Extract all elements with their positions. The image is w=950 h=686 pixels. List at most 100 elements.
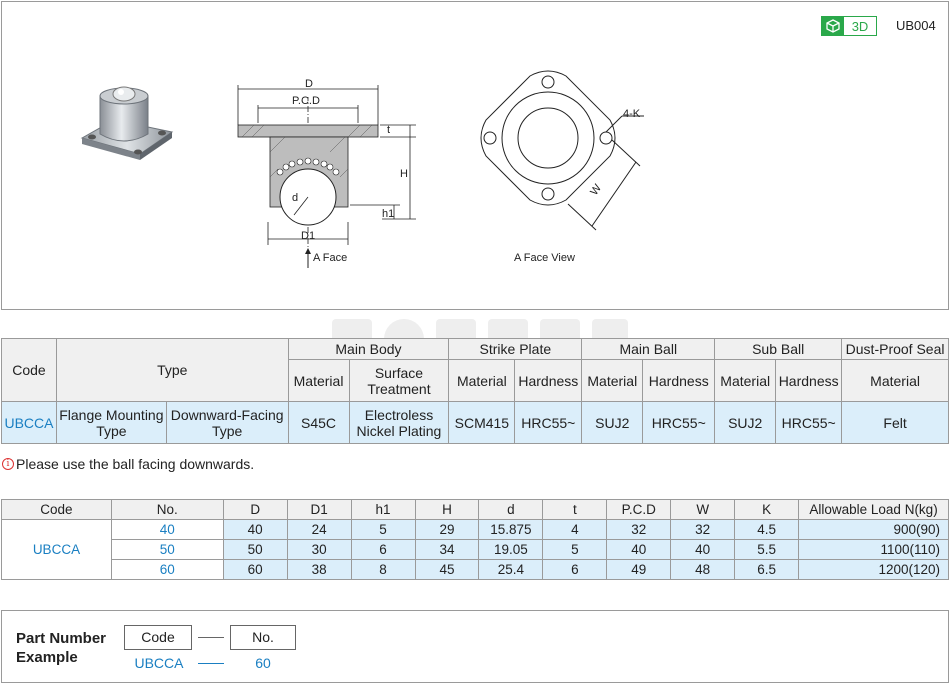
dim-cell: 29 [414, 519, 480, 540]
dim-cell: 45 [414, 559, 480, 580]
dim-cell: 60 [222, 559, 288, 580]
pn-no-label: No. [230, 625, 296, 650]
spec-body-surface: Electroless Nickel Plating [348, 401, 450, 444]
dim-cell: 30 [286, 539, 352, 560]
spec-ball-hardness: HRC55~ [642, 401, 716, 444]
dim-col-d1: D1 [286, 499, 352, 520]
a-face-view-label: A Face View [514, 252, 575, 264]
dim-col-load: Allowable Load N(kg) [798, 499, 949, 520]
dim-cell: 40 [670, 539, 736, 560]
col-seal: Dust-Proof Seal [841, 338, 949, 360]
dim-cell: 24 [286, 519, 352, 540]
dim-cell: 25.4 [478, 559, 544, 580]
dim-cell: 40 [606, 539, 672, 560]
col-sub-ball: Sub Ball [714, 338, 843, 360]
spec-seal-material: Felt [841, 401, 949, 444]
col-plate-material: Material [448, 359, 516, 402]
table-row: 60 60 38 8 45 25.4 6 49 48 6.5 1200(120) [2, 559, 949, 580]
cube-icon [822, 17, 844, 35]
drawing-panel: 3D UB004 [1, 1, 949, 310]
pn-code-value: UBCCA [134, 655, 184, 671]
dim-cell: 6 [542, 559, 608, 580]
spec-row: UBCCA Flange Mounting Type Downward-Faci… [1, 401, 949, 444]
spec-code[interactable]: UBCCA [1, 401, 57, 444]
spec-type-1: Flange Mounting Type [55, 401, 167, 444]
dim-cell: 40 [222, 519, 288, 540]
spec-plate-hardness: HRC55~ [514, 401, 583, 444]
dim-col-code: Code [1, 499, 112, 520]
col-ball-hardness: Hardness [642, 359, 716, 402]
col-type: Type [55, 338, 289, 402]
dim-load-cell: 1200(120) [798, 559, 949, 580]
col-main-ball: Main Ball [581, 338, 716, 360]
spec-type-2: Downward-Facing Type [165, 401, 289, 444]
col-plate-hardness: Hardness [514, 359, 583, 402]
dim-code-cell[interactable]: UBCCA [1, 519, 112, 580]
dim-cell: 6.5 [734, 559, 800, 580]
model-code: UB004 [896, 18, 936, 33]
col-code: Code [1, 338, 57, 402]
dim-col-d: D [222, 499, 288, 520]
col-strike-plate: Strike Plate [448, 338, 583, 360]
dim-no-cell[interactable]: 40 [110, 519, 224, 540]
spec-header-row-1: Code Type Main Body Strike Plate Main Ba… [1, 338, 949, 402]
dimension-table: Code No. D D1 h1 H d t P.C.D W K Allowab… [1, 499, 949, 580]
spec-sub-material: SUJ2 [714, 401, 777, 444]
dim-cell: 38 [286, 559, 352, 580]
dim-cell: 6 [350, 539, 416, 560]
dim-cell: 50 [222, 539, 288, 560]
dim-t-label: t [387, 124, 391, 136]
dim-no-cell[interactable]: 50 [110, 539, 224, 560]
dim-col-h: H [414, 499, 480, 520]
dim-pcd-label: P.C.D [292, 95, 320, 107]
spec-ball-material: SUJ2 [581, 401, 644, 444]
dim-cell: 32 [670, 519, 736, 540]
col-seal-material: Material [841, 359, 949, 402]
col-sub-hardness: Hardness [775, 359, 843, 402]
dim-load-cell: 1100(110) [798, 539, 949, 560]
info-icon: i [2, 458, 14, 470]
col-body-surface: Surface Treatment [348, 359, 450, 402]
dim-d-label: D [305, 78, 313, 90]
pn-no-value: 60 [255, 655, 271, 671]
dim-col-t: t [542, 499, 608, 520]
dim-cell: 8 [350, 559, 416, 580]
dim-col-no: No. [110, 499, 224, 520]
dim-cell: 48 [670, 559, 736, 580]
dim-cell: 15.875 [478, 519, 544, 540]
dim-cell: 4 [542, 519, 608, 540]
3d-model-button[interactable]: 3D [821, 16, 877, 36]
dim-no-cell[interactable]: 60 [110, 559, 224, 580]
dim-h-label: H [400, 168, 408, 180]
part-number-example: Part Number Example Code No. UBCCA 60 [1, 610, 949, 683]
usage-note-text: Please use the ball facing downwards. [16, 456, 255, 472]
col-main-body: Main Body [287, 338, 450, 360]
dim-d1-label: D1 [301, 230, 316, 242]
section-drawing [237, 85, 416, 247]
table-row: UBCCA 40 40 24 5 29 15.875 4 32 32 4.5 9… [1, 519, 949, 580]
dim-col-k: K [734, 499, 800, 520]
pn-separator [198, 637, 224, 638]
arrow-up-icon [305, 248, 311, 268]
pn-code-label: Code [124, 625, 192, 650]
product-photo [80, 86, 174, 160]
spec-plate-material: SCM415 [448, 401, 516, 444]
spec-body-material: S45C [287, 401, 350, 444]
dim-col-pcd: P.C.D [606, 499, 672, 520]
col-body-material: Material [287, 359, 350, 402]
part-number-title: Part Number Example [16, 630, 107, 666]
dim-cell: 4.5 [734, 519, 800, 540]
dim-cell: 5 [350, 519, 416, 540]
pn-value-separator [198, 663, 224, 664]
dim-load-cell: 900(90) [798, 519, 949, 540]
face-view-drawing [480, 70, 644, 231]
dim-k-label: 4-K [623, 108, 641, 120]
dim-h1-label: h1 [382, 208, 395, 220]
dim-cell: 32 [606, 519, 672, 540]
dim-cell: 49 [606, 559, 672, 580]
usage-note: i Please use the ball facing downwards. [2, 456, 254, 472]
dim-col-w: W [670, 499, 736, 520]
dimension-header-row: Code No. D D1 h1 H d t P.C.D W K Allowab… [1, 499, 949, 520]
dim-col-small-d: d [478, 499, 544, 520]
col-ball-material: Material [581, 359, 644, 402]
